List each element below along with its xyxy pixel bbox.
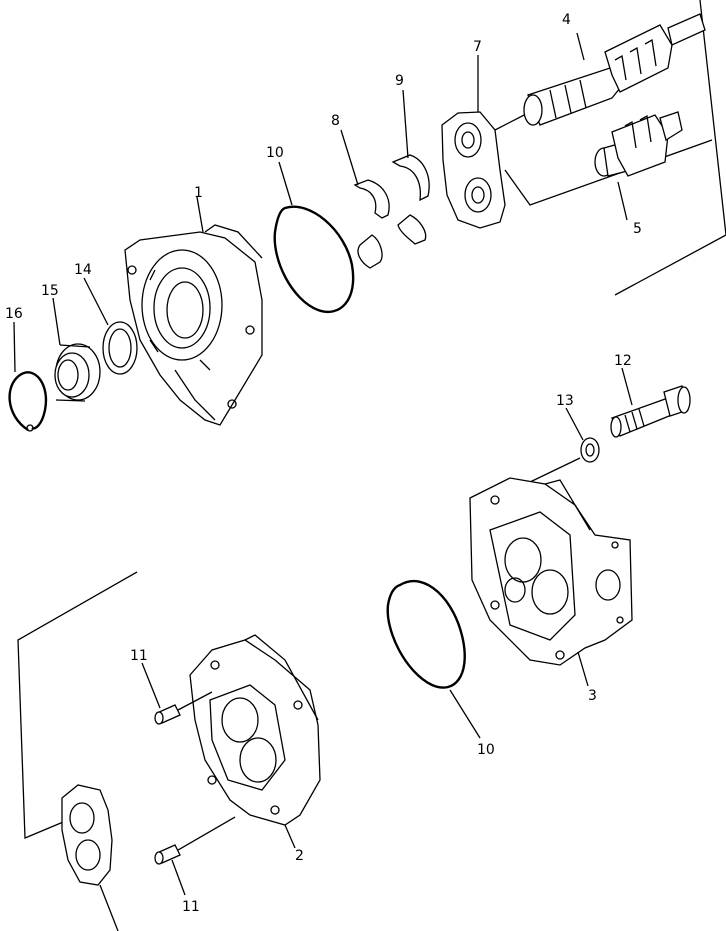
callout-2: 2 <box>295 848 304 864</box>
part-15-bearing <box>54 343 101 402</box>
callout-11-upper: 11 <box>130 648 148 664</box>
part-9-backup-ring <box>391 154 430 245</box>
frame-line-lower <box>17 571 138 839</box>
part-10-o-ring-lower <box>386 579 466 689</box>
callout-10-upper: 10 <box>266 145 284 161</box>
part-8-backup-ring <box>353 179 390 269</box>
part-12-bolt <box>610 385 691 438</box>
part-4-drive-gear-shaft <box>494 13 706 131</box>
bolt-leader-line <box>527 457 581 484</box>
part-6-side-plate <box>61 784 113 886</box>
callout-3: 3 <box>588 688 597 704</box>
part-7-bushing-plate <box>441 111 506 229</box>
part-11-dowel-pin-upper <box>154 691 213 725</box>
callout-14: 14 <box>74 262 92 278</box>
callout-16: 16 <box>5 306 23 322</box>
part-2-gear-housing <box>189 634 321 826</box>
callout-12: 12 <box>614 353 632 369</box>
frame-line-right <box>614 0 726 296</box>
callout-1: 1 <box>194 185 203 201</box>
callout-7: 7 <box>473 39 482 55</box>
part-1-front-housing <box>124 224 263 426</box>
leader-lines <box>13 32 633 931</box>
callout-11-lower: 11 <box>182 899 200 915</box>
part-3-rear-housing <box>469 477 633 666</box>
part-14-washer <box>102 321 138 375</box>
part-16-snap-ring <box>8 371 48 432</box>
callout-9: 9 <box>395 73 404 89</box>
callout-15: 15 <box>41 283 59 299</box>
callout-8: 8 <box>331 113 340 129</box>
callout-4: 4 <box>562 12 571 28</box>
callout-13: 13 <box>556 393 574 409</box>
part-10-o-ring-upper <box>273 205 355 313</box>
part-5-driven-gear <box>594 111 683 177</box>
part-13-washer <box>580 437 600 463</box>
callout-10-lower: 10 <box>477 742 495 758</box>
part-11-dowel-pin-lower <box>154 816 236 865</box>
callout-5: 5 <box>633 221 642 237</box>
